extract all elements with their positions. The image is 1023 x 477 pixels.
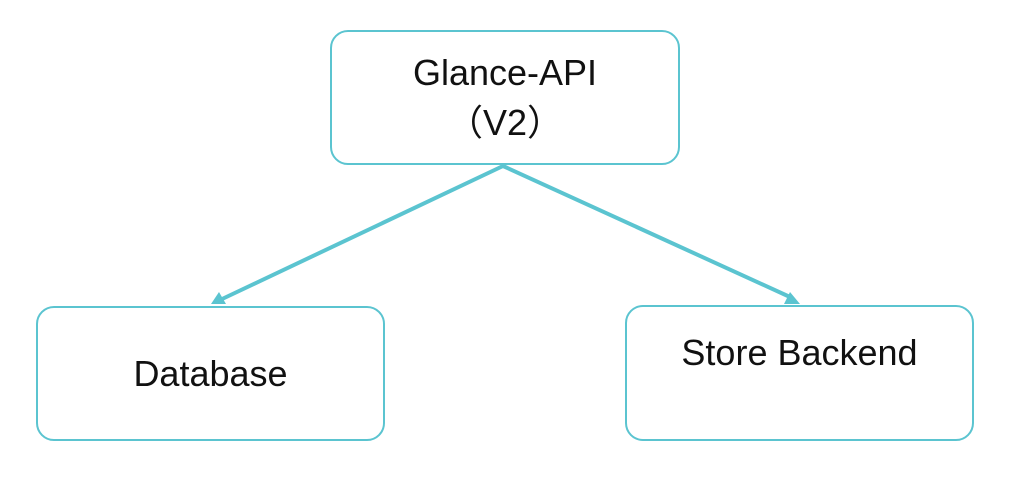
store-backend-node: Store Backend — [625, 305, 974, 441]
glance-api-node: Glance-API （V2） — [330, 30, 680, 165]
arrow-line-api-to-store — [501, 164, 792, 299]
glance-api-title: Glance-API — [412, 51, 598, 93]
arrowhead-database — [211, 292, 226, 304]
store-backend-label: Store Backend — [681, 332, 918, 373]
edge-api-to-database — [211, 164, 505, 304]
edge-api-to-store — [501, 164, 800, 304]
database-label: Database — [133, 352, 288, 394]
database-node: Database — [36, 306, 385, 441]
arrow-line-api-to-database — [218, 164, 505, 302]
arrowhead-store — [784, 292, 800, 304]
glance-api-version: （V2） — [446, 101, 564, 143]
